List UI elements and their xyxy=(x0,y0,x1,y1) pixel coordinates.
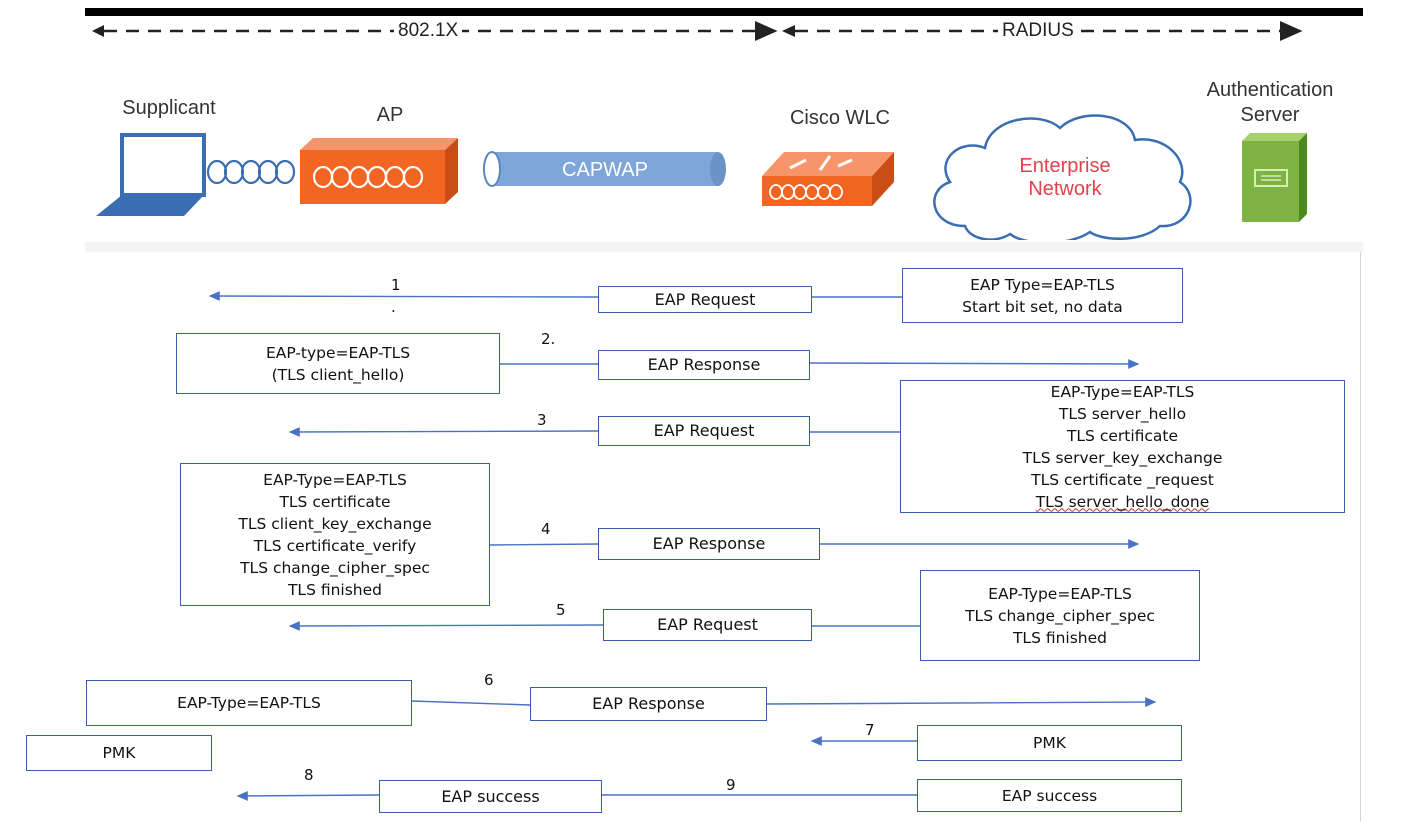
note-step4-client: EAP-Type=EAP-TLS TLS certificate TLS cli… xyxy=(180,463,490,606)
supplicant-label: Supplicant xyxy=(122,97,216,119)
note-line: TLS change_cipher_spec xyxy=(240,558,430,577)
step-number-9: 9 xyxy=(726,776,736,794)
step-number-3: 3 xyxy=(537,411,547,429)
wireless-controller-icon xyxy=(762,152,894,206)
note-line: TLS certificate_verify xyxy=(253,536,417,555)
message-box-step5: EAP Request xyxy=(603,609,812,641)
message-label: EAP Response xyxy=(652,534,766,553)
step-number-1-dot: . xyxy=(391,298,396,316)
connector-step4 xyxy=(489,543,599,546)
right-border-line xyxy=(1360,252,1361,822)
message-box-step1: EAP Request xyxy=(598,286,812,313)
note-step3-server: EAP-Type=EAP-TLS TLS server_hello TLS ce… xyxy=(900,380,1345,513)
span-radius-left-arrowhead xyxy=(782,25,795,37)
wlc-label: Cisco WLC xyxy=(789,107,890,129)
message-label: EAP Request xyxy=(654,289,756,309)
note-line: TLS certificate xyxy=(279,492,391,511)
connector-step6 xyxy=(411,700,531,706)
laptop-icon xyxy=(96,133,206,216)
step-number-7: 7 xyxy=(865,721,875,739)
note-line: EAP Type=EAP-TLS xyxy=(970,275,1115,294)
note-line: TLS certificate xyxy=(1066,426,1179,445)
enterprise-network-cloud-icon xyxy=(933,114,1192,240)
pmk-label: PMK xyxy=(102,744,136,762)
note-step2-client: EAP-type=EAP-TLS (TLS client_hello) xyxy=(176,333,500,394)
note-line: TLS finished xyxy=(1012,628,1108,647)
note-line: TLS client_key_exchange xyxy=(238,514,432,533)
note-line: TLS server_key_exchange xyxy=(1022,448,1223,467)
step-number-4: 4 xyxy=(541,520,551,538)
note-step5-server: EAP-Type=EAP-TLS TLS change_cipher_spec … xyxy=(920,570,1200,661)
arrow-step5 xyxy=(288,621,604,631)
cloud-label-line1: Enterprise xyxy=(1019,155,1111,177)
eap-success-label: EAP success xyxy=(1001,786,1098,805)
arrow-step8 xyxy=(236,791,380,801)
note-line: TLS finished xyxy=(287,580,383,599)
auth-server-label-line1: Authentication xyxy=(1206,79,1334,101)
header-arrows xyxy=(92,21,1307,240)
span-radius-label: RADIUS xyxy=(998,20,1078,42)
step-number-8: 8 xyxy=(304,766,314,784)
section-divider xyxy=(85,242,1363,252)
note-line: EAP-Type=EAP-TLS xyxy=(988,584,1132,603)
pmk-client-box: PMK xyxy=(26,735,212,771)
note-line: (TLS client_hello) xyxy=(271,365,405,384)
capwap-label: CAPWAP xyxy=(562,159,648,181)
note-step1-server: EAP Type=EAP-TLS Start bit set, no data xyxy=(902,268,1183,323)
message-box-step6: EAP Response xyxy=(530,687,767,721)
arrow-step1 xyxy=(208,291,599,301)
access-point-icon xyxy=(300,138,458,204)
note-step6-client: EAP-Type=EAP-TLS xyxy=(86,680,412,726)
span-8021x-label: 802.1X xyxy=(394,20,463,42)
message-box-step4: EAP Response xyxy=(598,528,820,560)
message-box-step8: EAP success xyxy=(379,780,602,813)
pmk-server-box: PMK xyxy=(917,725,1182,761)
eap-success-server-box: EAP success xyxy=(917,779,1182,812)
message-label: EAP Request xyxy=(653,421,755,440)
span-8021x-left-arrowhead xyxy=(92,25,104,37)
step-number-5: 5 xyxy=(556,601,566,619)
note-line: EAP-type=EAP-TLS xyxy=(265,343,411,362)
note-line: TLS certificate _request xyxy=(1031,470,1214,489)
pmk-label: PMK xyxy=(1033,734,1066,752)
arrow-step6 xyxy=(766,697,1157,707)
message-label: EAP Request xyxy=(657,615,758,634)
step-number-1: 1 xyxy=(391,276,401,294)
message-label: EAP success xyxy=(441,786,540,806)
auth-server-label-line2: Server xyxy=(1240,104,1300,126)
message-label: EAP Response xyxy=(647,355,761,374)
wireless-link-icon xyxy=(206,159,296,185)
ap-label: AP xyxy=(376,104,404,126)
message-box-step2: EAP Response xyxy=(598,350,810,380)
step-number-6: 6 xyxy=(484,671,494,689)
cloud-label-line2: Network xyxy=(1028,178,1102,200)
note-line: EAP-Type=EAP-TLS xyxy=(177,694,321,712)
message-box-step3: EAP Request xyxy=(598,416,810,446)
arrow-step2 xyxy=(809,359,1140,369)
step-number-2: 2. xyxy=(541,330,556,348)
arrow-step3 xyxy=(288,427,599,437)
capwap-tunnel-icon xyxy=(483,151,726,187)
note-line: TLS server_hello_done xyxy=(1035,492,1210,511)
header-bar xyxy=(85,8,1363,16)
note-line: TLS server_hello xyxy=(1058,404,1187,423)
message-label: EAP Response xyxy=(592,694,705,713)
note-line: EAP-Type=EAP-TLS xyxy=(263,470,407,489)
note-line: TLS change_cipher_spec xyxy=(965,606,1155,625)
note-line: EAP-Type=EAP-TLS xyxy=(1050,382,1195,401)
note-line: Start bit set, no data xyxy=(962,297,1123,316)
authentication-server-icon xyxy=(1242,133,1307,222)
